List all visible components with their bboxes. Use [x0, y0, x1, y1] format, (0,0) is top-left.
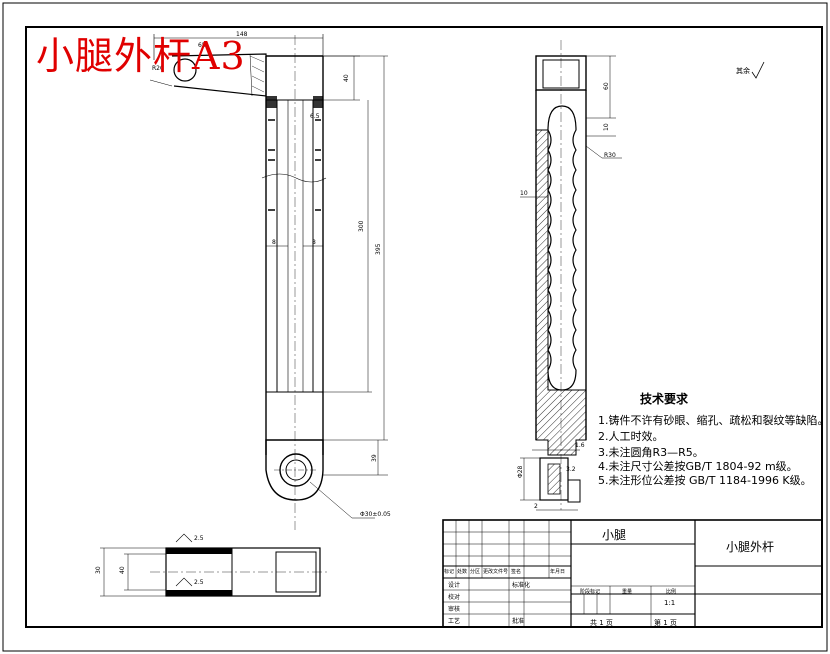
dim-depth-top: 6.5 [310, 113, 320, 120]
tb-header: 签名 [511, 569, 522, 575]
plan-view [100, 533, 330, 597]
tech-req-item: 3.未注圆角R3—R5。 [598, 446, 704, 459]
dim-bottom-dia: Φ28 [517, 465, 524, 478]
tech-req-item: 4.未注尺寸公差按GB/T 1804-92 m级。 [598, 460, 798, 473]
dim-plan-a: 30 [95, 566, 102, 574]
dim-angle-top: 65° [198, 42, 209, 49]
dim-bottom-32: 3.2 [566, 466, 576, 473]
dim-right-40: 40 [343, 74, 350, 82]
dim-side-60: 60 [603, 82, 610, 90]
tb-role: 工艺 [448, 618, 461, 625]
dim-side-r30: R30 [604, 152, 616, 159]
dim-hole-dia: Φ30±0.05 [360, 511, 391, 518]
tech-req-title: 技术要求 [640, 392, 689, 406]
dim-width-8a: 8 [272, 239, 276, 246]
dimension-labels: 148 65° R20 40 6.5 300 395 8 8 39 Φ30±0.… [95, 31, 616, 586]
dim-side-10: 10 [603, 123, 610, 131]
tb-role: 设计 [448, 582, 461, 589]
tb-stage-label: 比例 [666, 589, 677, 595]
dim-slot-300: 300 [358, 220, 365, 232]
roughness-note: 其余 [736, 67, 750, 75]
tb-header: 更改文件号 [483, 569, 509, 575]
roughness-symbol [751, 61, 765, 79]
tech-req-item: 5.未注形位公差按 GB/T 1184-1996 K级。 [598, 474, 812, 487]
tb-role: 校对 [448, 594, 461, 601]
dim-radius-left: R20 [152, 65, 164, 72]
dim-plan-b: 40 [119, 566, 126, 574]
tb-header: 分区 [470, 569, 481, 575]
title-block-part-name: 小腿 [602, 528, 627, 542]
dim-plan-note-b: 2.5 [194, 579, 204, 586]
title-block-sheet-total: 共 1 页 [590, 619, 613, 627]
tb-role: 批准 [512, 618, 525, 625]
title-block [442, 519, 823, 628]
tech-req-item: 1.铸件不许有砂眼、缩孔、疏松和裂纹等缺陷。 [598, 414, 829, 427]
overlay-title: 小腿外杆A3 [36, 34, 246, 78]
tb-stage-label: 重量 [622, 589, 633, 595]
serpentine-slot [547, 105, 577, 391]
tb-header: 标记 [444, 569, 455, 575]
tb-header: 年月日 [550, 569, 566, 575]
tb-role: 标准化 [512, 582, 531, 589]
side-view [520, 40, 622, 511]
title-block-scale: 1:1 [664, 599, 676, 607]
title-block-sheet-number: 第 1 页 [654, 619, 677, 627]
dim-bottom-39: 39 [371, 454, 378, 462]
inner-border [25, 26, 823, 628]
dim-bottom-2: 2 [534, 503, 538, 510]
tb-header: 处数 [457, 569, 468, 575]
title-block-drawing-name: 小腿外杆 [726, 540, 775, 554]
front-view [149, 34, 388, 530]
dim-width-8b: 8 [312, 239, 316, 246]
dim-side-10b: 10 [520, 190, 528, 197]
dim-bottom-16: 1.6 [575, 442, 585, 449]
dim-top-width: 148 [236, 31, 248, 38]
dim-plan-note: 2.5 [194, 535, 204, 542]
dim-slot-395: 395 [375, 243, 382, 255]
tb-stage-label: 阶段标记 [580, 589, 601, 595]
tech-req-item: 2.人工时效。 [598, 430, 664, 443]
tb-role: 审核 [448, 606, 461, 613]
